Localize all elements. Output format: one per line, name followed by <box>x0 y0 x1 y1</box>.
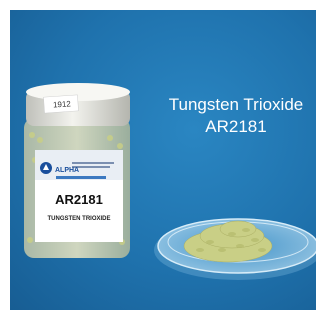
caption-product-code: AR2181 <box>205 117 267 136</box>
product-caption: Tungsten Trioxide AR2181 <box>156 94 316 138</box>
caption-product-name: Tungsten Trioxide <box>168 95 304 114</box>
brand-name: ALPHA <box>55 167 79 174</box>
product-photo: 1912 ALPHA AR2181 TUNGSTEN TRIOXIDE Tung… <box>10 10 316 310</box>
pellet-pile <box>183 220 273 263</box>
jar-product-code: AR2181 <box>55 192 103 207</box>
jar-product-name: TUNGSTEN TRIOXIDE <box>47 216 110 222</box>
lid-number: 1912 <box>53 99 72 109</box>
jar-and-dish-illustration: 1912 ALPHA AR2181 TUNGSTEN TRIOXIDE <box>24 83 316 280</box>
jar <box>24 83 130 258</box>
